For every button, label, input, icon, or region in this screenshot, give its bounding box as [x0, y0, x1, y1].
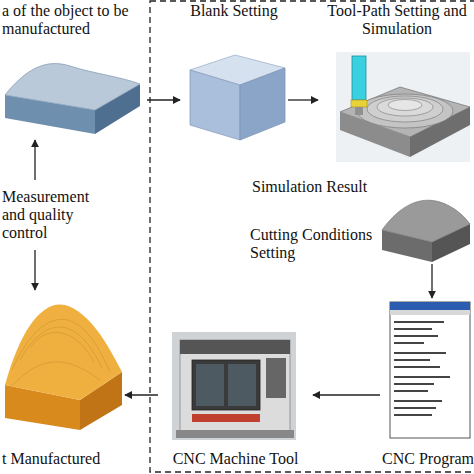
flow-arrow	[147, 99, 180, 100]
stage-label: a of the object to be manufactured	[2, 2, 145, 38]
stage-label: Blank Setting	[190, 2, 278, 20]
flow-arrow	[288, 99, 318, 100]
machine-tool	[172, 332, 296, 440]
flow-arrow	[313, 394, 380, 395]
stage-node: Blank Setting	[180, 0, 288, 145]
stage-label: CNC Machine Tool	[173, 450, 299, 468]
dashed-frame	[150, 1, 474, 472]
stage-label: CNC Program	[382, 450, 474, 468]
stage-label: Measurement and quality control	[2, 188, 104, 242]
flow-arrow	[431, 264, 432, 298]
stage-label: Simulation Result	[252, 178, 367, 196]
stage-label: t Manufactured	[2, 450, 100, 468]
step-note: Cutting Conditions Setting	[250, 226, 374, 262]
stage-node: Measurement and quality control	[0, 180, 106, 250]
object-model	[5, 64, 140, 134]
flow-arrow	[34, 140, 35, 180]
stage-node: a of the object to be manufactured	[0, 0, 147, 140]
blank-cube	[190, 55, 285, 140]
toolpath-simulation	[336, 52, 470, 162]
stage-node: t Manufactured	[0, 290, 125, 470]
simulation-result	[382, 200, 470, 262]
flow-arrow	[34, 250, 35, 290]
stage-label: Tool-Path Setting and Simulation	[320, 2, 474, 38]
flow-arrow	[125, 394, 158, 395]
stage-node: CNC Machine Tool	[158, 330, 313, 470]
product-block	[5, 304, 122, 430]
stage-node: Tool-Path Setting and Simulation	[318, 0, 474, 165]
stage-node: CNC Program	[380, 298, 474, 470]
program-window	[390, 302, 470, 438]
